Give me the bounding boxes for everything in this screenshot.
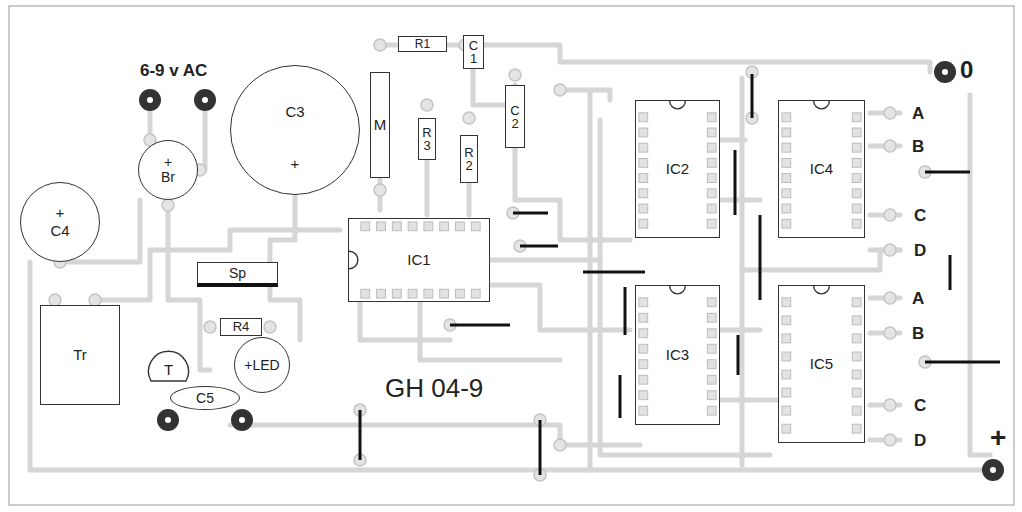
output-label: B bbox=[910, 138, 926, 155]
component-label: IC2 bbox=[666, 161, 689, 177]
capacitor-symbol: C1 bbox=[463, 35, 484, 69]
terminal-label: 0 bbox=[958, 58, 975, 82]
component-label: C2 bbox=[510, 104, 520, 130]
module-symbol: M bbox=[370, 72, 390, 178]
terminal-label: + bbox=[988, 424, 1008, 452]
component-label: IC1 bbox=[407, 252, 430, 268]
output-label: A bbox=[910, 290, 926, 307]
terminal-pads bbox=[139, 61, 1004, 481]
component-label: Br bbox=[161, 170, 175, 185]
component-label: R3 bbox=[422, 126, 432, 152]
resistor-symbol: R1 bbox=[398, 36, 447, 53]
copper-traces bbox=[30, 45, 990, 470]
component-label: IC3 bbox=[666, 347, 689, 363]
component-label: R2 bbox=[464, 146, 474, 172]
board-outline bbox=[9, 6, 1014, 505]
output-label: C bbox=[912, 397, 928, 414]
ic-package: IC4 bbox=[778, 100, 865, 238]
output-label: D bbox=[912, 242, 928, 259]
solder-pads bbox=[49, 39, 931, 481]
speaker-symbol: Sp bbox=[197, 262, 278, 287]
board-code: GH 04-9 bbox=[383, 375, 485, 401]
component-label: C1 bbox=[469, 39, 479, 65]
ic-package: IC2 bbox=[635, 100, 720, 238]
component-label: +LED bbox=[244, 358, 279, 373]
bridge-rectifier: +Br bbox=[138, 140, 198, 200]
component-label: C5 bbox=[196, 391, 214, 406]
component-label: Sp bbox=[229, 266, 246, 281]
component-label: + bbox=[164, 155, 172, 170]
component-label: + bbox=[291, 156, 300, 172]
component-label: M bbox=[374, 117, 387, 133]
component-label: T bbox=[164, 362, 173, 378]
ic-package: IC5 bbox=[778, 285, 865, 443]
component-label: Tr bbox=[73, 347, 87, 363]
transistor-symbol: T bbox=[146, 343, 191, 390]
component-label: IC4 bbox=[810, 161, 833, 177]
supply-label: 6-9 v AC bbox=[138, 62, 209, 79]
output-label: C bbox=[912, 207, 928, 224]
resistor-symbol: R3 bbox=[418, 118, 436, 160]
ic-package: IC3 bbox=[635, 285, 720, 425]
transformer-symbol: Tr bbox=[40, 305, 120, 405]
component-label: IC5 bbox=[810, 356, 833, 372]
led-symbol: +LED bbox=[234, 337, 290, 393]
resistor-symbol: R4 bbox=[220, 318, 262, 336]
component-label: R4 bbox=[233, 320, 250, 334]
output-label: B bbox=[910, 325, 926, 342]
component-label: C3 bbox=[285, 104, 304, 120]
component-label: C4 bbox=[50, 223, 69, 239]
component-label: + bbox=[56, 205, 65, 221]
capacitor-symbol: C2 bbox=[505, 85, 525, 148]
output-label: D bbox=[912, 432, 928, 449]
ic-package: IC1 bbox=[348, 218, 490, 302]
resistor-symbol: R2 bbox=[460, 135, 478, 183]
electrolytic-capacitor: + C4 bbox=[20, 182, 100, 262]
output-label: A bbox=[910, 105, 926, 122]
capacitor-symbol: C5 bbox=[170, 386, 240, 410]
component-label: R1 bbox=[415, 38, 430, 51]
electrolytic-capacitor: C3 + bbox=[230, 65, 360, 195]
